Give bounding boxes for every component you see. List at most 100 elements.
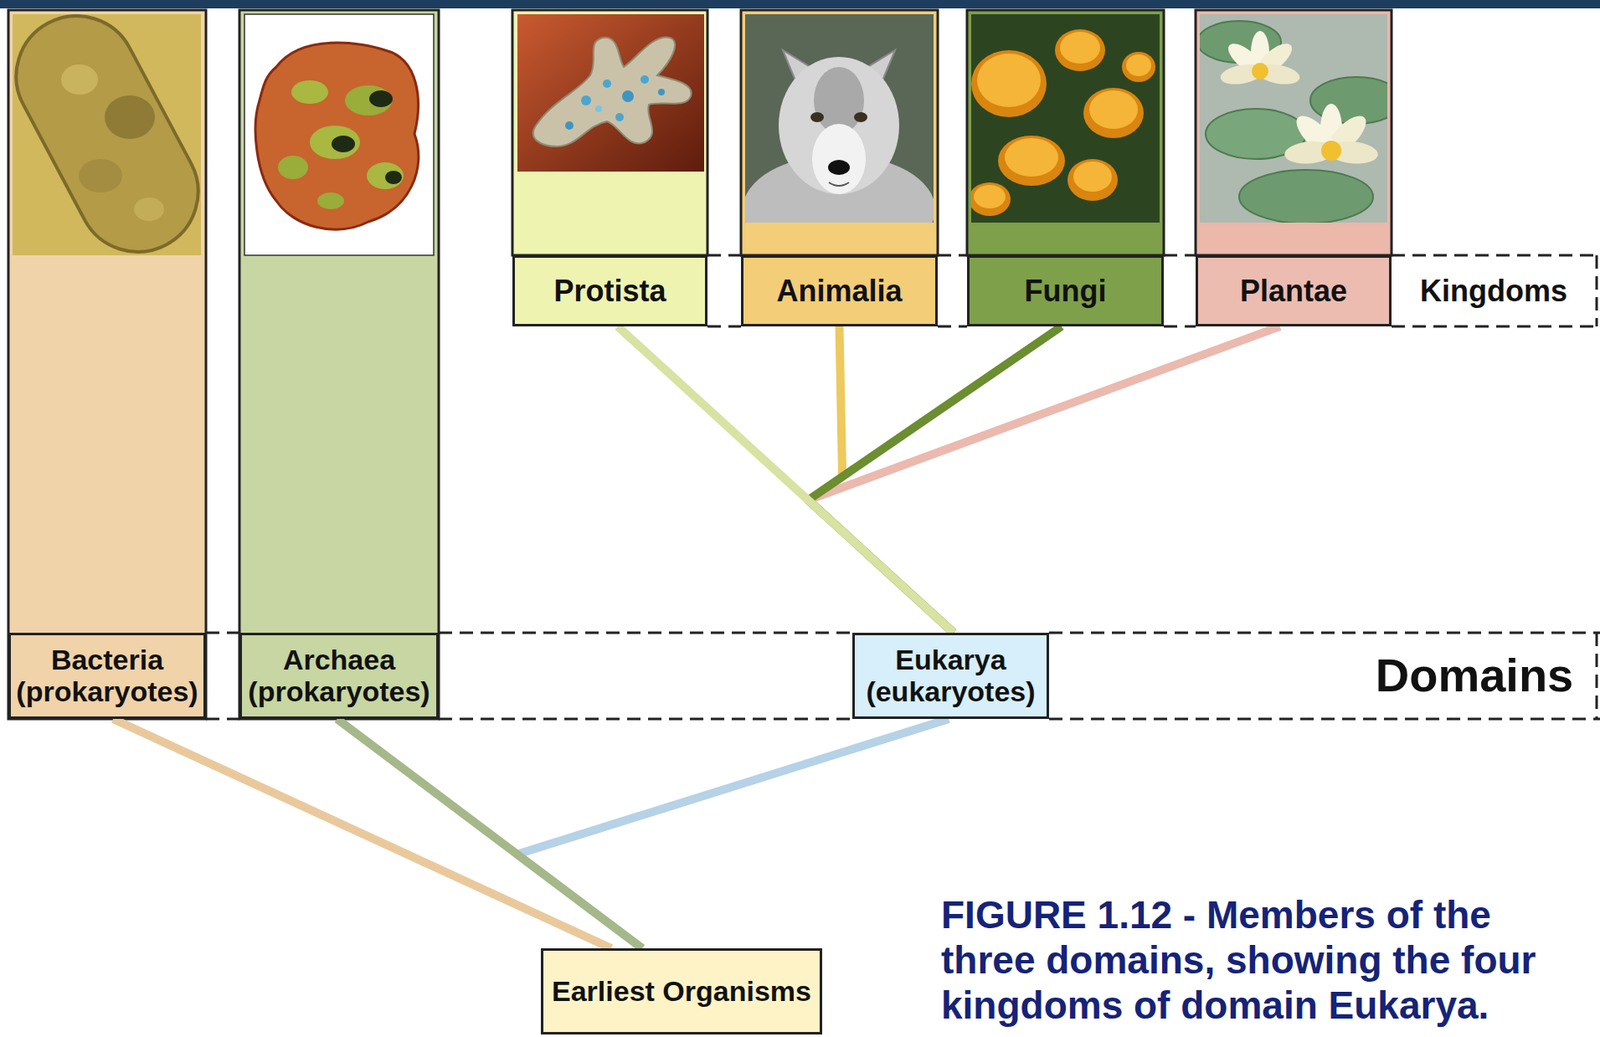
archaea-column-part-part xyxy=(277,155,309,180)
node-text: Protista xyxy=(553,274,666,309)
plantae-column-part-part-part xyxy=(1251,62,1269,80)
kingdom-box: Fungi xyxy=(967,255,1164,327)
dashed-bands-part xyxy=(1163,325,1196,329)
tree-branch xyxy=(617,326,954,633)
animalia-column-part-part xyxy=(778,56,900,195)
fungi-column-part xyxy=(971,29,1156,217)
archaea-column-part-part xyxy=(317,192,345,210)
domain-box: Bacteria (prokaryotes) xyxy=(8,632,206,720)
archaea-column-part-part xyxy=(366,162,404,190)
fungi-column-part-part xyxy=(971,50,1047,118)
protista-column xyxy=(512,10,708,256)
tree-branch xyxy=(807,326,1062,633)
protista-column-part-part xyxy=(533,36,692,147)
archaea-column-part-part xyxy=(291,80,329,104)
fungi-column-part xyxy=(971,14,1160,223)
kingdom-box: Plantae xyxy=(1195,255,1392,327)
tree-branch xyxy=(113,719,612,949)
dashed-bands-part xyxy=(205,718,240,721)
protista-column-part-part xyxy=(658,88,665,96)
bacteria-column-part-part xyxy=(78,159,123,193)
animalia-column-part-part xyxy=(812,123,866,195)
archaea-column-part-part xyxy=(369,90,393,108)
fungi-column-part-part xyxy=(971,182,1011,217)
protista-column-part xyxy=(517,14,705,172)
fungi-column-part-part xyxy=(1121,51,1156,83)
node-text: Plantae xyxy=(1239,274,1348,309)
protista-column-part-part xyxy=(615,113,624,122)
tree-branch xyxy=(807,326,1280,633)
protista-column-part-part xyxy=(622,90,634,103)
bacteria-column-part xyxy=(12,14,201,256)
band-label-holder: Kingdoms xyxy=(1393,257,1595,325)
fungi-column-part-part xyxy=(977,53,1041,108)
archaea-column-part xyxy=(244,14,434,256)
plantae-column-part-part xyxy=(1283,103,1379,166)
fungi-column xyxy=(967,10,1164,256)
node-text: Eukarya (eukaryotes) xyxy=(858,644,1044,708)
fungi-column-part-part xyxy=(1067,159,1118,201)
domain-box: Archaea (prokaryotes) xyxy=(239,632,439,720)
plantae-column-part xyxy=(1195,10,1392,256)
dashed-bands-part xyxy=(1391,254,1600,258)
dashed-bands-part xyxy=(937,254,968,258)
node-text: Earliest Organisms xyxy=(551,976,812,1008)
tree-branch xyxy=(807,326,954,633)
archaea-column-part-part xyxy=(255,42,419,230)
archaea-column-part-part xyxy=(331,135,355,153)
fungi-column-part-part xyxy=(1004,138,1059,177)
fungi-column-part-part xyxy=(1073,161,1112,192)
plantae-column-part-part-part xyxy=(1321,140,1342,161)
fungi-column-part-part xyxy=(998,135,1065,186)
dashed-bands-part xyxy=(205,632,240,635)
dashed-bands-part xyxy=(707,325,741,329)
dashed-bands xyxy=(205,255,1600,720)
dashed-bands-part xyxy=(1049,718,1600,721)
dashed-bands-part xyxy=(1595,255,1599,327)
top-bar xyxy=(0,0,1600,9)
tree-branch xyxy=(337,719,643,949)
fungi-column-part-part xyxy=(973,185,1006,209)
plantae-column-part-part xyxy=(1219,30,1302,88)
node-text: Fungi xyxy=(1024,274,1107,309)
dashed-bands-part xyxy=(1595,632,1599,720)
animalia-column-part-part xyxy=(828,159,850,175)
dashed-bands-part xyxy=(937,325,968,329)
dashed-bands-part xyxy=(1163,254,1196,258)
dashed-bands-part xyxy=(707,254,741,258)
kingdom-box: Animalia xyxy=(740,255,938,327)
node-text: Archaea (prokaryotes) xyxy=(245,644,433,708)
fungi-column-part-part xyxy=(1054,29,1106,72)
band-label-holder: Domains xyxy=(1356,646,1593,705)
archaea-column-part xyxy=(239,10,439,720)
fungi-column-part-part xyxy=(1059,31,1101,64)
archaea-column-part xyxy=(255,42,419,230)
node-text: Animalia xyxy=(776,274,902,309)
dashed-bands-part xyxy=(1391,325,1600,329)
archaea-column-part-part xyxy=(309,125,361,160)
animalia-column-part-part xyxy=(810,112,824,123)
band-label: Domains xyxy=(1375,649,1575,702)
kingdom-box: Protista xyxy=(512,255,708,327)
bacteria-column-part-part xyxy=(133,197,165,222)
protista-column-part-part xyxy=(640,75,649,84)
plantae-column-part xyxy=(1199,20,1388,223)
protista-column-part xyxy=(533,36,692,147)
archaea-column xyxy=(239,10,439,720)
dashed-bands-part xyxy=(438,632,853,635)
bacteria-column xyxy=(0,0,220,720)
dashed-bands-part xyxy=(1049,632,1600,635)
plantae-column xyxy=(1195,10,1403,256)
bacteria-column-part-part xyxy=(61,64,98,95)
protista-column-part-part xyxy=(565,121,574,130)
plantae-column-part-part xyxy=(1239,169,1374,223)
protista-column-part-part xyxy=(595,105,602,113)
protista-column-part-part xyxy=(581,95,592,106)
protista-column-part xyxy=(512,10,708,256)
fungi-column-part-part xyxy=(1126,54,1152,77)
archaea-column-part-part xyxy=(344,85,392,116)
root-box: Earliest Organisms xyxy=(540,948,823,1035)
